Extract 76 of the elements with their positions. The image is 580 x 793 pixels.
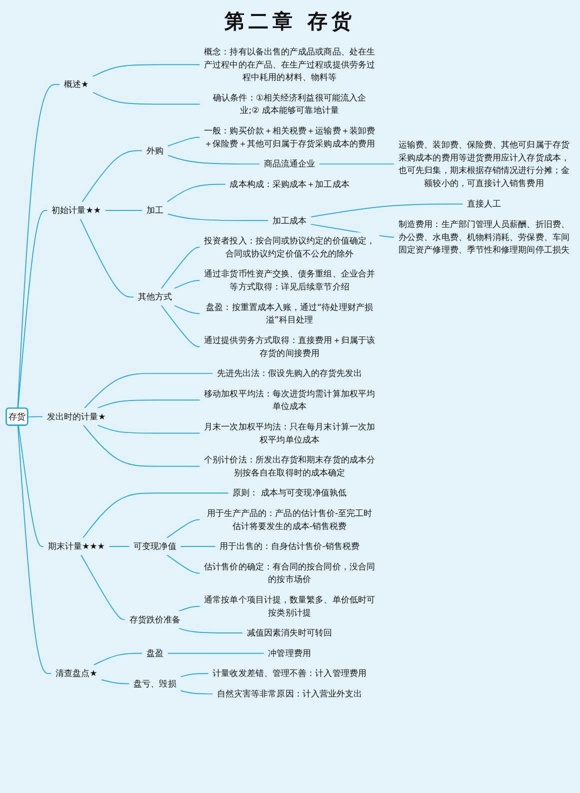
node-text: 月末一次加权平均法：只在每月末计算一次加权平均单位成本: [204, 421, 376, 444]
node-text: 通过非货币性资产交换、债务重组、企业合并等方式取得：详见后续章节介绍: [204, 268, 376, 292]
connector: [166, 519, 200, 538]
node-text: 概述★: [64, 79, 89, 90]
node-text: 概念：持有以备出售的产成品或商品、处在生产过程中的在产品、在生产过程或提供劳务过程中耗用的材料、物料等: [204, 46, 376, 82]
connector: [160, 246, 200, 289]
node-text: 移动加权平均法：每次进货均需计算加权平均单位成本: [204, 388, 376, 412]
node-text: 估计售价的确定：有合同的按合同价，没合同的按市场价: [204, 561, 376, 584]
node-text: 制造费用：生产部门管理人员薪酬、折旧费、办公费、水电费、机物料消耗、劳保费、车间固定资产修理费、季节性和修理期间停工损失: [398, 219, 570, 255]
node-text: 存货跌价准备: [129, 614, 181, 624]
node-text: 通常按单个项目计提，数量繁多、单价低时可按类别计提: [204, 594, 376, 618]
connector: [27, 416, 44, 418]
connector: [80, 218, 134, 298]
connector: [82, 492, 229, 538]
connector: [18, 210, 48, 409]
connector: [84, 372, 214, 409]
node-text: 可变现净值: [134, 541, 176, 552]
connector: [180, 673, 209, 678]
connector: [178, 606, 200, 612]
node-text: 自然灾害等非常原因：计入营业外支出: [216, 688, 362, 699]
node-text: 加工: [146, 205, 164, 216]
node-text: 用于生产产品的：产品的估计售价-至完工时估计将要发生的成本-销售税费: [206, 508, 372, 531]
node-text: 用于出售的：自身估计售价-销售税费: [220, 541, 360, 552]
connector: [17, 84, 60, 409]
node-text: 减值因素消失时可转回: [246, 628, 332, 638]
connector: [92, 92, 200, 105]
node-text: 原则： 成本与可变现净值孰低: [232, 488, 346, 498]
node-text: 盘盈：按重置成本入账，通过“待处理财产损溢”科目处理: [206, 302, 373, 325]
node-text: 直接人工: [466, 198, 502, 209]
connector: [101, 679, 130, 684]
connector: [167, 652, 264, 654]
connector: [104, 210, 143, 211]
connector: [108, 546, 130, 547]
node-text: 成本构成：采购成本＋加工成本: [230, 178, 350, 190]
node-text: 加工成本: [272, 215, 307, 226]
node-text: 外购: [146, 145, 164, 156]
node-text: 商品流通企业: [264, 158, 316, 169]
connector: [97, 424, 200, 434]
connector: [310, 204, 464, 218]
node-text: 初始计量★★: [52, 205, 102, 216]
connector: [167, 136, 200, 146]
connector: [167, 154, 260, 164]
node-text: 盘盈: [146, 648, 164, 658]
connector: [18, 425, 44, 547]
connector: [167, 214, 269, 222]
connector: [166, 184, 226, 202]
connector: [180, 690, 214, 694]
node-text: 盘亏、毁损: [134, 678, 176, 689]
connector: [160, 305, 200, 348]
node-text: 先进先出法：假设先购入的存货先发出: [216, 368, 362, 378]
connector: [174, 280, 200, 289]
connector: [82, 150, 143, 202]
connector: [174, 305, 200, 314]
connector: [97, 400, 200, 409]
connector: [17, 425, 52, 674]
chapter-title: 第二章 存货: [224, 8, 356, 35]
node-text: 清查盘点★: [55, 668, 98, 678]
node-text: 期末计量★★★: [48, 541, 105, 552]
connector: [166, 554, 200, 574]
connector: [80, 554, 126, 620]
node-text: 发出时的计量★: [46, 411, 106, 422]
node-text: 运输费、装卸费、保险费、其他可归属于存货采购成本的费用等进货费用应计入存货成本，也可先归集，期末根据存销情况进行分摊；金额较小的，可直接计入销售费用: [398, 139, 570, 188]
node-text: 冲管理费用: [268, 648, 311, 658]
node-text: 投资者投入：按合同或协议约定的价值确定，合同或协议约定价值不公允的除外: [204, 236, 376, 259]
node-text: 其他方式: [138, 292, 172, 302]
node-text: 计量收发差错、管理不善：计入管理费用: [212, 668, 366, 678]
connector: [178, 628, 243, 634]
mind-map-drawing: 存货 概述★ 概念：持有以备出售的产成品或商品、处在生产过程中的在产品、在生产过程或提供劳务过程中耗用的材料、物料等 确认条件：①相关经济利益很可能流入企业;② 成本能够可靠地计量 初始计量★★ 外购 一般：购买价款＋相关税费＋运输费＋装卸费＋保险费＋其他可归属于存货采购成本的费用 商品流通企业 运输费、装卸费、保险费、其他可归属于存货采购成本的费用等进货费用应计入存货成本，也可先归集，期末根据存销情况进行分摊；金额较小的，可直接计入销售费用 加工 成本构成：采购成本＋加工成本 加工成本 直接人工 制造费用：生产部门管理人员薪酬、折旧费、办公费、水电费、机物料消耗、劳保费、车间固定资产修理费、季节性和修理期间停工损失 其他方式 投资者投入：按合同或协议约定的价值确定，合同或协议约定价值不公允的除外 通过非货币性资产交换、债务重组、企业合并等方式取得：详见后续章节介绍 盘盈：按重置成本入账，通过“待处理财产损溢”科目处理 通过提供劳务方式取得：直接费用＋归属于该存货的间接费用 发出时的计量★ 先进先出法：假设先购入的存货先发出 移动加权平均法：每次进货均需计算加权平均单位成本 月末一次加权平均法：只在每月末计算一次加权平均单位成本 个别计价法：所发出存货和期末存货的成本分别按各自在取得时的成本确定 期末计量★★★ 原则： 成本与可变现净值孰低 可变现净值 用于生产产品的：产品的估计售价-至完工时估计将要发生的成本-销售税费 用于出售的：自身估计售价-销售税费 估计售价的确定：有合同的按合同价，没合同的按市场价 存货跌价准备 通常按单个项目计提，数量繁多、单价低时可按类别计提 减值因素消失时可转回 清查盘点★ 盘盈 冲管理费用 盘亏、毁损 计量收发差错、管理不善：计入管理费用 自然灾害等非常原因：计入营业外支出: [2, 39, 578, 707]
node-text: 确认条件：①相关经济利益很可能流入企业;② 成本能够可靠地计量: [213, 92, 366, 116]
connector: [92, 64, 200, 77]
connector: [180, 546, 216, 547]
connector: [93, 652, 143, 666]
connector: [83, 424, 200, 467]
node-text: 通过提供劳务方式取得：直接费用＋归属于该存货的间接费用: [204, 334, 376, 358]
node-text: 一般：购买价款＋相关税费＋运输费＋装卸费＋保险费＋其他可归属于存货采购成本的费用: [204, 126, 376, 148]
node-text: 个别计价法：所发出存货和期末存货的成本分别按各自在取得时的成本确定: [204, 454, 376, 478]
